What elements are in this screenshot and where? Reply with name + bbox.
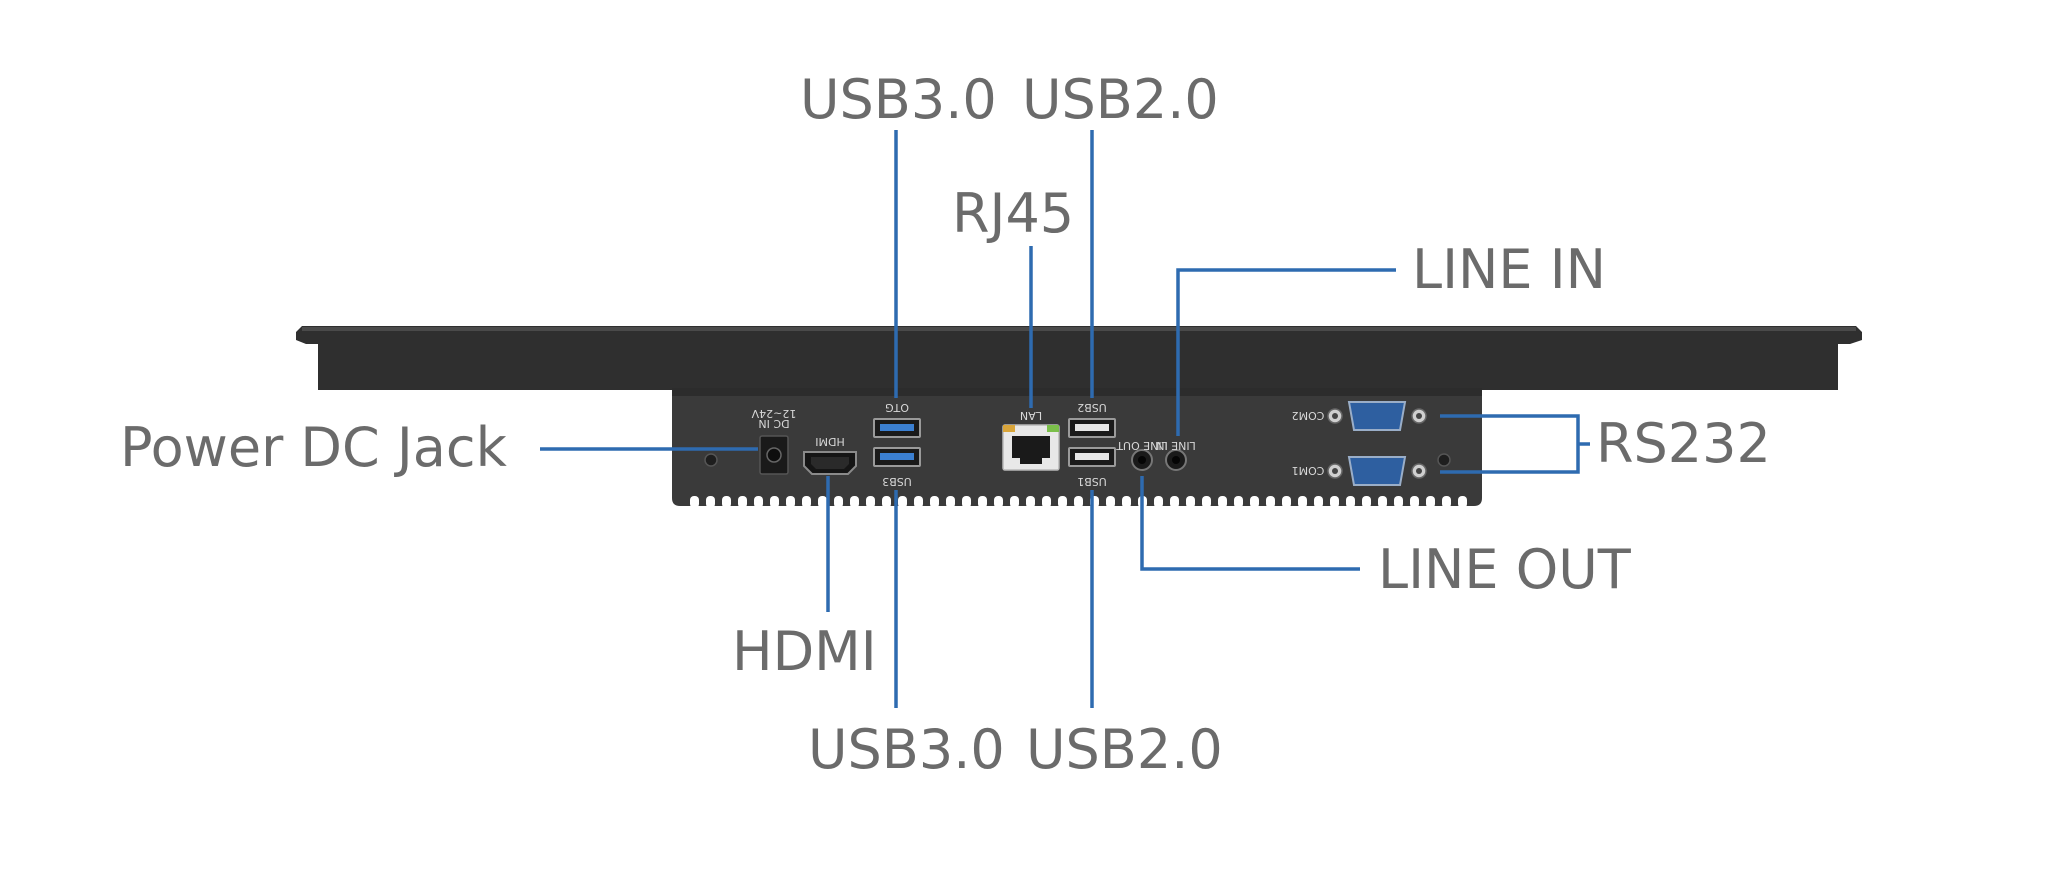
heatsink-fin <box>690 496 699 508</box>
usb3-otg-port: OTG <box>873 401 921 438</box>
heatsink-fin <box>818 496 827 508</box>
dc-voltage-label: 12~24V <box>751 407 796 420</box>
heatsink-fin <box>1362 496 1371 508</box>
device: DC IN 12~24V HDMI OTG USB3 LAN <box>296 326 1862 508</box>
heatsink-fin <box>914 496 923 508</box>
heatsink-fin <box>1410 496 1419 508</box>
label-rj45: RJ45 <box>952 182 1074 245</box>
label-usb3-top: USB3.0 <box>800 68 997 131</box>
heatsink-fin <box>1442 496 1451 508</box>
heatsink-fin <box>834 496 843 508</box>
label-usb2-top: USB2.0 <box>1022 68 1219 131</box>
heatsink-fin <box>1346 496 1355 508</box>
leader-line-in <box>1176 268 1396 436</box>
heatsink-fin <box>1218 496 1227 508</box>
usb1-port: USB1 <box>1068 447 1116 488</box>
otg-label: OTG <box>885 401 909 414</box>
heatsink-fin <box>962 496 971 508</box>
heatsink-fin <box>1234 496 1243 508</box>
screw-right <box>1437 453 1451 467</box>
heatsink-fin <box>1170 496 1179 508</box>
heatsink-fin <box>738 496 747 508</box>
line-in-jack: LINE IN <box>1156 439 1196 471</box>
heatsink-fin <box>706 496 715 508</box>
callout-labels: USB3.0 USB2.0 RJ45 LINE IN Power DC Jack… <box>120 68 1771 781</box>
lan-port: LAN <box>1002 409 1060 471</box>
heatsink-fin <box>850 496 859 508</box>
label-hdmi: HDMI <box>732 620 877 683</box>
heatsink-fin <box>930 496 939 508</box>
heatsink-fin <box>1186 496 1195 508</box>
com2-port: COM2 <box>1292 401 1427 431</box>
heatsink-fin <box>1122 496 1131 508</box>
dc-in-label: DC IN <box>758 417 789 430</box>
heatsink-fin <box>1314 496 1323 508</box>
heatsink-fin <box>770 496 779 508</box>
heatsink-fin <box>1026 496 1035 508</box>
label-rs232: RS232 <box>1596 412 1771 475</box>
heatsink-fin <box>1282 496 1291 508</box>
dc-jack-port: DC IN 12~24V <box>751 407 796 475</box>
screw-left <box>704 453 718 467</box>
heatsink-fins <box>690 496 1467 508</box>
heatsink-fin <box>1394 496 1403 508</box>
leader-line-out <box>1140 476 1360 571</box>
line-out-port-label: LINE OUT <box>1116 439 1168 452</box>
io-panel-shade <box>672 388 1482 396</box>
label-line-in: LINE IN <box>1412 238 1606 301</box>
heatsink-fin <box>1330 496 1339 508</box>
com2-label: COM2 <box>1292 409 1325 422</box>
heatsink-fin <box>754 496 763 508</box>
heatsink-fin <box>1266 496 1275 508</box>
heatsink-fin <box>1106 496 1115 508</box>
usb3-label: USB3 <box>882 475 912 488</box>
usb1-label: USB1 <box>1077 475 1107 488</box>
com1-port: COM1 <box>1292 456 1427 486</box>
heatsink-fin <box>1250 496 1259 508</box>
heatsink-fin <box>1058 496 1067 508</box>
bezel-highlight <box>302 327 1856 331</box>
heatsink-fin <box>946 496 955 508</box>
com1-label: COM1 <box>1292 464 1325 477</box>
heatsink-fin <box>866 496 875 508</box>
bezel-top <box>296 326 1862 390</box>
heatsink-fin <box>1154 496 1163 508</box>
label-line-out: LINE OUT <box>1378 538 1632 601</box>
label-usb3-bottom: USB3.0 <box>808 718 1005 781</box>
heatsink-fin <box>1298 496 1307 508</box>
heatsink-fin <box>1010 496 1019 508</box>
usb2-label: USB2 <box>1077 401 1107 414</box>
leader-lines <box>540 130 1590 708</box>
heatsink-fin <box>1074 496 1083 508</box>
heatsink-fin <box>722 496 731 508</box>
line-out-jack: LINE OUT <box>1116 439 1168 471</box>
usb3-port: USB3 <box>873 447 921 488</box>
hdmi-port: HDMI <box>803 435 857 475</box>
heatsink-fin <box>786 496 795 508</box>
usb2-port: USB2 <box>1068 401 1116 438</box>
label-usb2-bottom: USB2.0 <box>1026 718 1223 781</box>
hdmi-port-label: HDMI <box>815 435 844 448</box>
heatsink-fin <box>882 496 891 508</box>
heatsink-fin <box>1202 496 1211 508</box>
heatsink-fin <box>994 496 1003 508</box>
line-in-port-label: LINE IN <box>1156 439 1196 452</box>
heatsink-fin <box>1426 496 1435 508</box>
heatsink-fin <box>802 496 811 508</box>
heatsink-fin <box>1458 496 1467 508</box>
heatsink-fin <box>978 496 987 508</box>
heatsink-fin <box>1378 496 1387 508</box>
lan-label: LAN <box>1020 409 1042 422</box>
heatsink-fin <box>898 496 907 508</box>
label-power-dc-jack: Power DC Jack <box>120 416 508 479</box>
heatsink-fin <box>1042 496 1051 508</box>
